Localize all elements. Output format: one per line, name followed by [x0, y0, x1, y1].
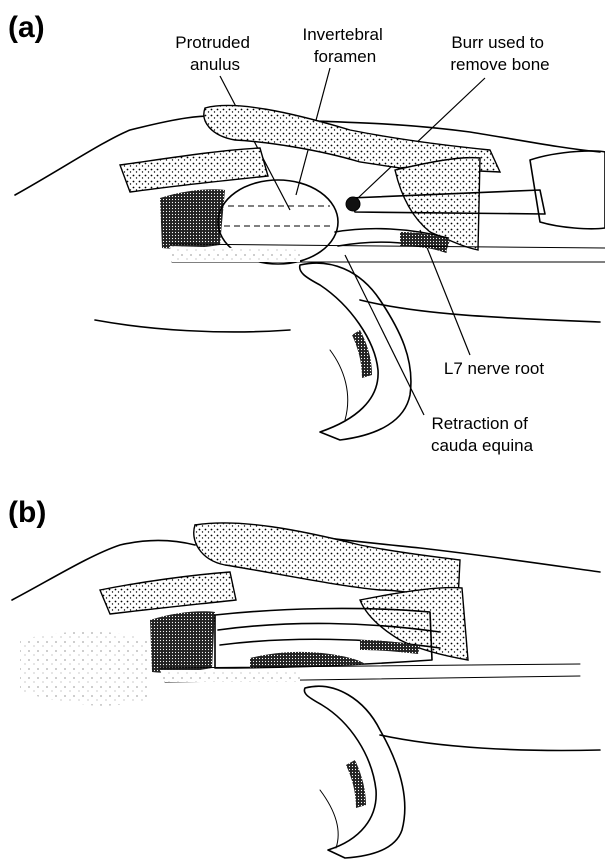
cut-bone-shadow-a: [160, 189, 225, 249]
retractor-inner-a: [330, 350, 348, 420]
callout-protruded-anulus: Protruded anulus: [175, 33, 254, 74]
callout-burr: Burr used to remove bone: [450, 33, 549, 74]
retractor-inner-b: [320, 790, 338, 848]
callout-cauda-equina: Retraction of cauda equina: [431, 414, 534, 455]
callout-invertebral-foramen: Invertebral foramen: [302, 25, 387, 66]
retractor-shadow-b: [346, 760, 366, 808]
panel-b-label: (b): [8, 496, 46, 529]
vertebra-left-b: [100, 572, 236, 614]
canal-shading-a: [170, 246, 300, 262]
panel-b: (b): [8, 496, 600, 858]
retractor-a: [300, 263, 411, 440]
canal-shading-b: [160, 670, 300, 682]
panel-a: (a) Protruded anulus Invertebral foramen…: [8, 11, 605, 455]
panel-a-label: (a): [8, 11, 45, 44]
vertebra-left-a: [120, 148, 268, 192]
cut-bone-shadow-b: [150, 611, 215, 673]
callout-l7-nerve-root: L7 nerve root: [444, 359, 544, 378]
retractor-shadow-a: [352, 330, 372, 378]
ventral-outline-b: [380, 735, 600, 750]
ventral-outline-a: [95, 300, 600, 332]
tissue-stipple-b: [20, 632, 150, 706]
